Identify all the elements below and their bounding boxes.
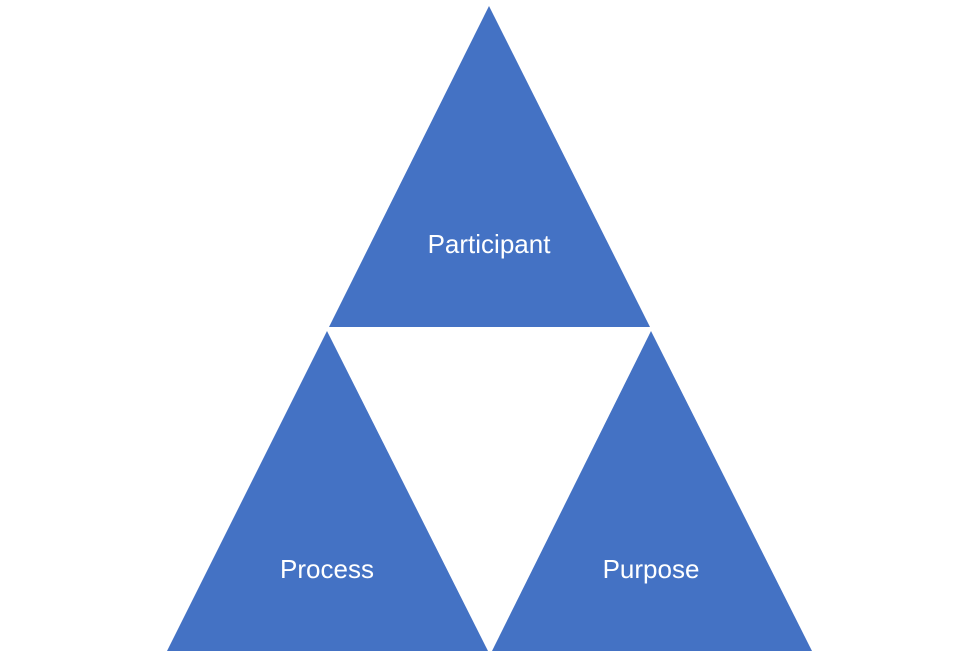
triangle-participant [329,6,650,327]
triangle-bottom-right-group: Purpose [492,331,812,651]
triangle-top-group: Participant [329,6,650,327]
label-process: Process [280,554,374,584]
triangle-bottom-left-group: Process [167,331,488,651]
label-participant: Participant [428,229,552,259]
label-purpose: Purpose [603,554,700,584]
triangle-purpose [492,331,812,651]
triangle-process [167,331,488,651]
